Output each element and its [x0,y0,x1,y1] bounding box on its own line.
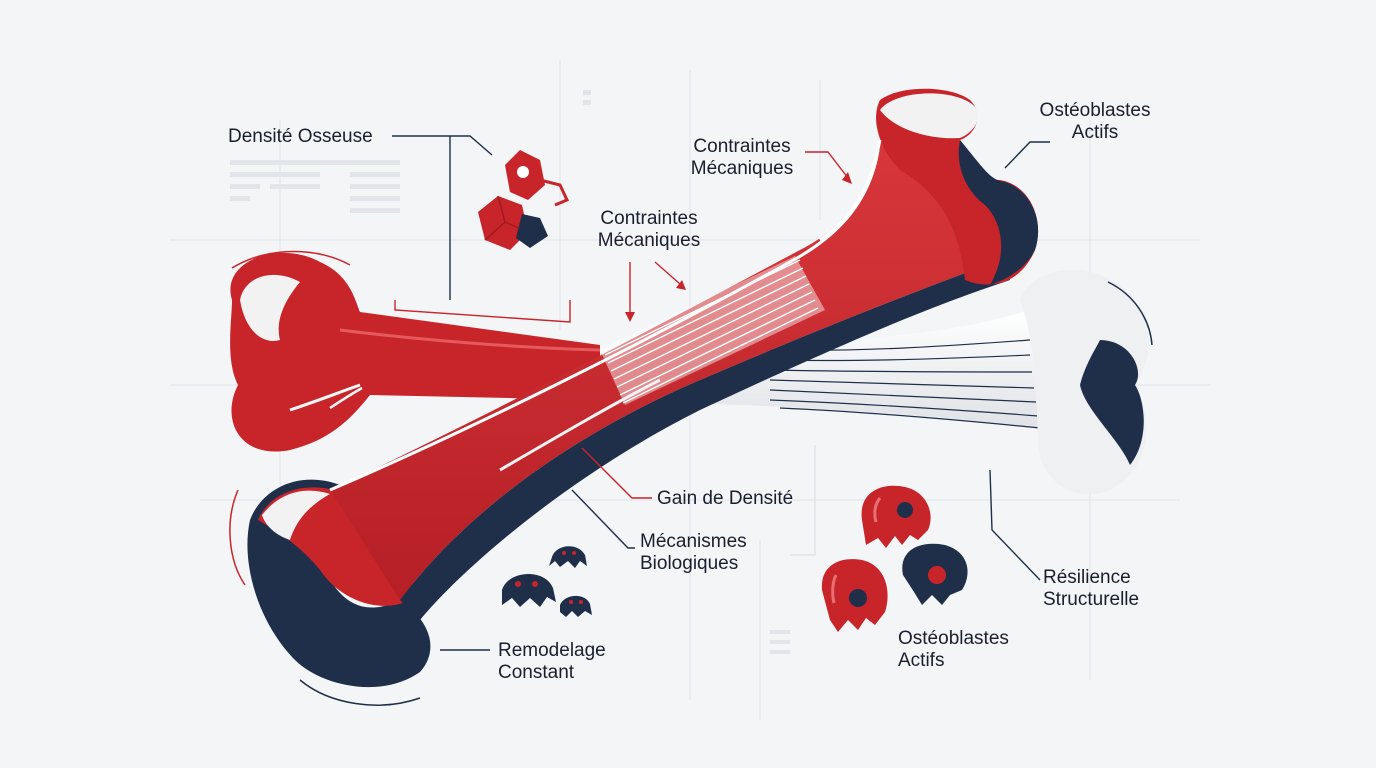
label-line: Constant [498,662,575,683]
label-densite-osseuse: Densité Osseuse [228,126,373,147]
label-line: Mécaniques [690,158,794,179]
osteoblast-cell-icon [821,559,888,632]
label-line: Structurelle [1043,589,1140,610]
bone-diagonal [247,88,1039,688]
label-line: Ostéoblastes [1039,100,1151,121]
label-line: Actifs [1071,122,1119,143]
label-line: Mécaniques [597,230,701,251]
crystal-icon [478,195,548,250]
label-line: Contraintes [693,136,791,157]
osteoclast-cell-icon [502,573,556,607]
label-mecanismes-biologiques: Mécanismes Biologiques [640,531,747,575]
label-osteoblastes-actifs-bottom: Ostéoblastes Actifs [898,628,1009,672]
label-contraintes-mecaniques-mid: Contraintes Mécaniques [588,208,710,252]
decorative-text-lines [230,90,790,654]
decorative-arcs [229,250,1153,706]
label-line: Actifs [898,650,945,671]
label-line: Contraintes [600,208,698,229]
label-line: Remodelage [498,640,606,661]
label-line: Résilience [1043,567,1131,588]
label-contraintes-mecaniques-top: Contraintes Mécaniques [682,136,802,180]
label-line: Mécanismes [640,531,747,552]
label-line: Biologiques [640,553,739,574]
osteoblast-cell-icon [902,543,968,605]
osteoblast-cell-icon [861,485,931,548]
crystal-icon [505,150,570,207]
label-resilience-structurelle: Résilience Structurelle [1043,567,1139,611]
osteoclast-cell-icon [549,546,587,568]
osteoclast-cell-icon [560,595,592,617]
arrow-icon [625,172,852,322]
label-gain-de-densite: Gain de Densité [657,488,794,509]
label-osteoblastes-actifs-top: Ostéoblastes Actifs [1025,100,1165,144]
label-line: Ostéoblastes [898,628,1009,649]
leader-lines [392,135,1050,651]
label-remodelage-constant: Remodelage Constant [498,640,606,684]
